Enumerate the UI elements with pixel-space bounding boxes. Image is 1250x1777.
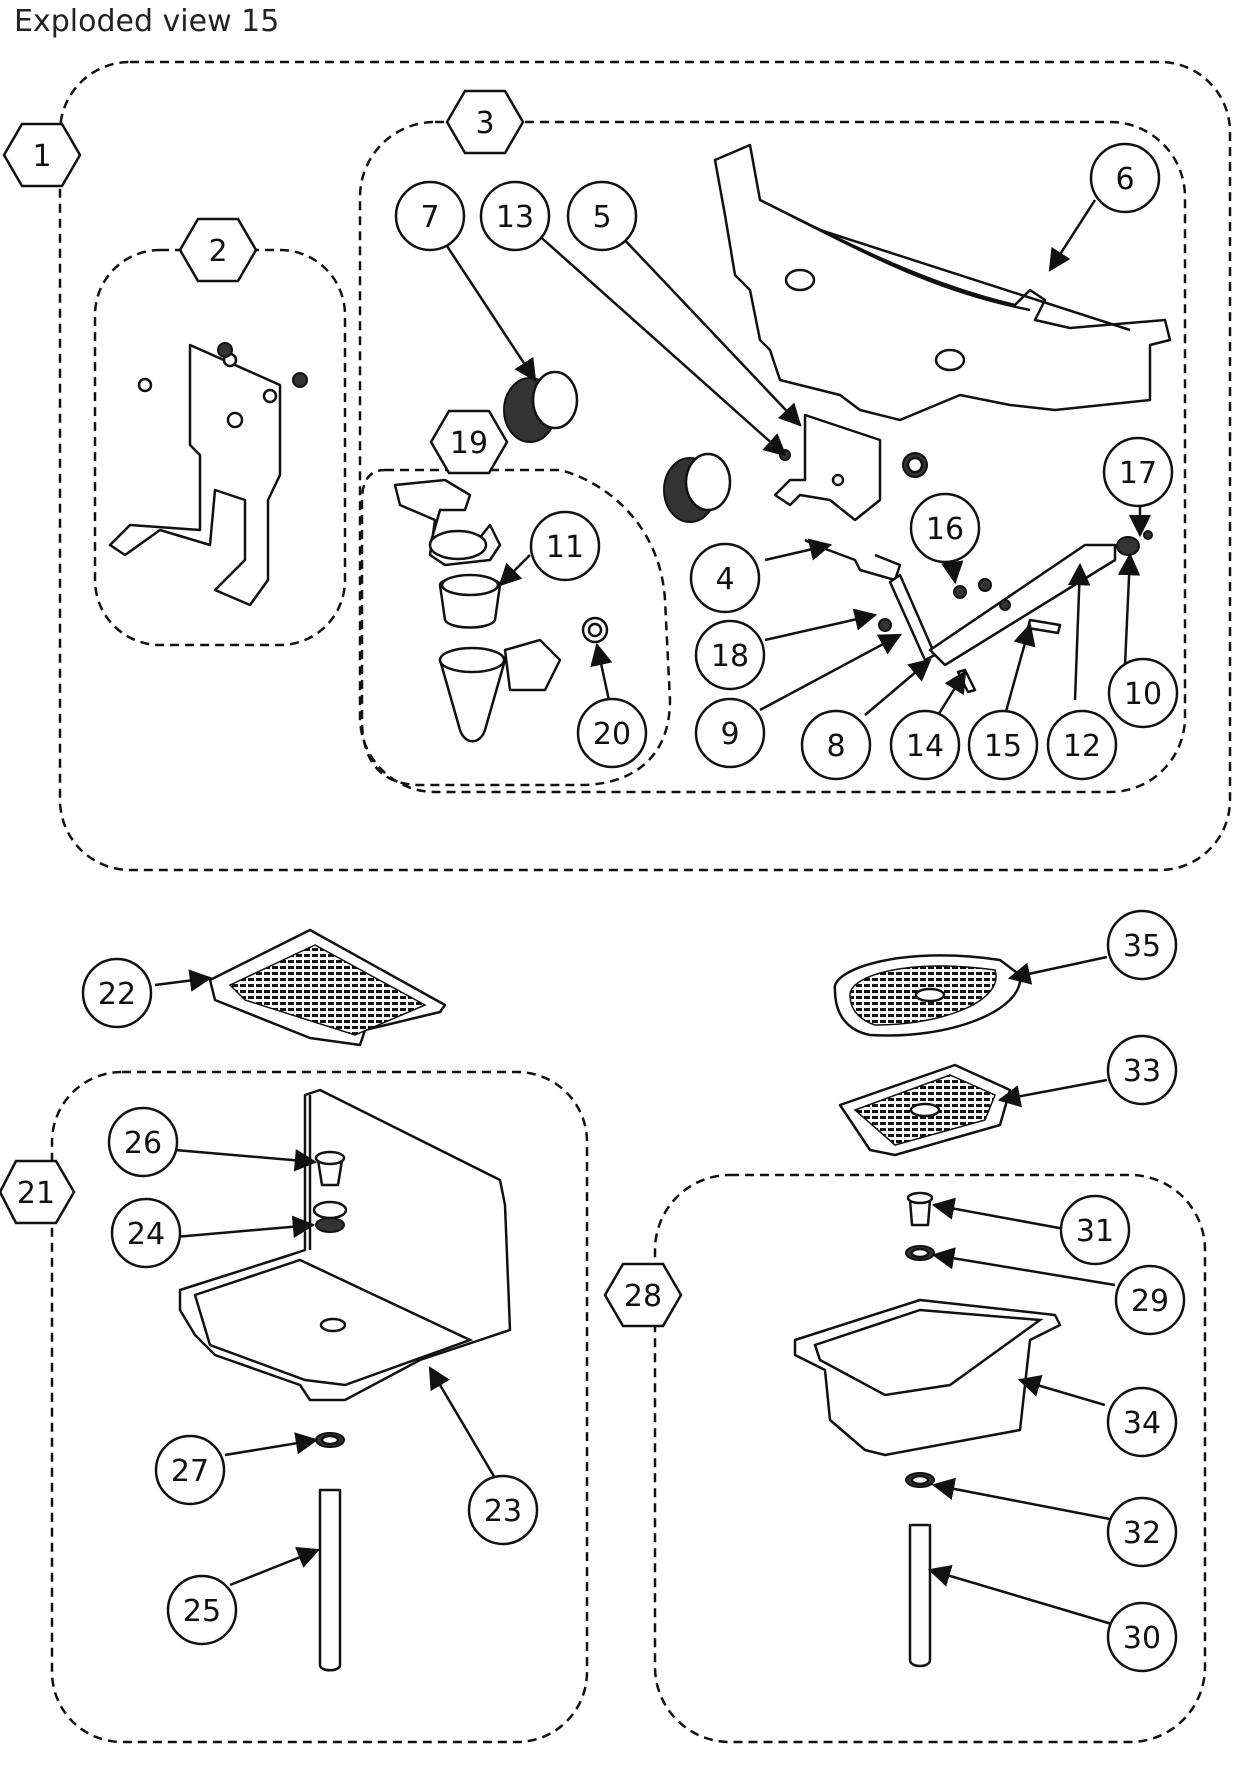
svg-text:35: 35 (1123, 929, 1161, 964)
callout-24: 24 (110, 1197, 182, 1269)
sink-basin-part (178, 1088, 512, 1672)
assembly-21-boundary (50, 1070, 589, 1744)
callout-5: 5 (566, 180, 638, 252)
callout-10: 10 (1107, 657, 1179, 729)
callout-4: 4 (689, 542, 761, 614)
svg-text:26: 26 (124, 1126, 162, 1161)
svg-text:2: 2 (208, 234, 227, 269)
callout-9: 9 (694, 697, 766, 769)
svg-text:6: 6 (1115, 162, 1134, 197)
callout-25: 25 (166, 1574, 238, 1646)
callout-17: 17 (1102, 436, 1174, 508)
svg-text:13: 13 (496, 200, 534, 235)
assembly-28-boundary (653, 1173, 1207, 1744)
hex-label-2: 2 (178, 217, 258, 283)
grate-35-part (833, 954, 1022, 1037)
svg-text:34: 34 (1123, 1406, 1161, 1441)
svg-text:33: 33 (1123, 1054, 1161, 1089)
svg-text:22: 22 (98, 977, 136, 1012)
svg-text:8: 8 (826, 729, 845, 764)
callout-8: 8 (800, 709, 872, 781)
container-part (793, 1191, 1062, 1668)
svg-text:27: 27 (171, 1454, 209, 1489)
hex-label-19: 19 (429, 409, 509, 475)
callout-11: 11 (529, 510, 601, 582)
leader-lines (154, 199, 1152, 1627)
svg-text:23: 23 (484, 1494, 522, 1529)
svg-text:20: 20 (593, 717, 631, 752)
mounting-bracket-part (108, 342, 308, 607)
assembly-19-boundary (360, 468, 672, 787)
callout-34: 34 (1106, 1386, 1178, 1458)
svg-text:4: 4 (715, 562, 734, 597)
svg-text:19: 19 (450, 426, 488, 461)
svg-text:28: 28 (624, 1279, 662, 1314)
callout-13: 13 (479, 180, 551, 252)
callout-32: 32 (1106, 1496, 1178, 1568)
callout-35: 35 (1106, 909, 1178, 981)
svg-text:12: 12 (1063, 729, 1101, 764)
callout-6: 6 (1089, 142, 1161, 214)
diagram-title: Exploded view 15 (14, 4, 280, 39)
callout-33: 33 (1106, 1034, 1178, 1106)
callout-22: 22 (81, 957, 153, 1029)
callout-30: 30 (1106, 1601, 1178, 1673)
lever-mechanism-part (804, 530, 1153, 694)
drip-tray-part (713, 143, 1172, 478)
callout-18: 18 (694, 619, 766, 691)
assembly-1-boundary (58, 60, 1232, 872)
callout-14: 14 (889, 709, 961, 781)
faucet-part (393, 478, 609, 743)
assembly-3-boundary (358, 120, 1187, 794)
svg-text:24: 24 (127, 1217, 165, 1252)
svg-text:11: 11 (546, 530, 584, 565)
svg-text:3: 3 (475, 106, 494, 141)
grate-33-part (838, 1063, 1012, 1157)
svg-text:7: 7 (420, 200, 439, 235)
hex-label-1: 1 (2, 122, 82, 188)
callout-15: 15 (967, 709, 1039, 781)
knob-part (503, 370, 732, 523)
callout-29: 29 (1114, 1264, 1186, 1336)
svg-text:25: 25 (183, 1594, 221, 1629)
hex-label-3: 3 (445, 89, 525, 155)
svg-text:18: 18 (711, 639, 749, 674)
svg-text:5: 5 (592, 200, 611, 235)
callout-12: 12 (1046, 709, 1118, 781)
svg-text:10: 10 (1124, 677, 1162, 712)
svg-text:15: 15 (984, 729, 1022, 764)
svg-text:21: 21 (17, 1176, 55, 1211)
svg-text:29: 29 (1131, 1284, 1169, 1319)
svg-text:17: 17 (1119, 456, 1157, 491)
callout-27: 27 (154, 1434, 226, 1506)
svg-text:14: 14 (906, 729, 944, 764)
svg-text:1: 1 (32, 139, 51, 174)
callout-20: 20 (576, 697, 648, 769)
callout-31: 31 (1059, 1194, 1131, 1266)
svg-text:9: 9 (720, 717, 739, 752)
hex-label-28: 28 (603, 1262, 683, 1328)
svg-text:16: 16 (926, 512, 964, 547)
svg-text:30: 30 (1123, 1621, 1161, 1656)
callout-23: 23 (467, 1474, 539, 1546)
callout-16: 16 (909, 492, 981, 564)
callout-26: 26 (107, 1106, 179, 1178)
svg-text:31: 31 (1076, 1214, 1114, 1249)
hex-label-21: 21 (0, 1159, 76, 1225)
grate-22-part (208, 928, 447, 1047)
callout-7: 7 (394, 180, 466, 252)
tap-plate-part (773, 413, 882, 522)
svg-text:32: 32 (1123, 1516, 1161, 1551)
